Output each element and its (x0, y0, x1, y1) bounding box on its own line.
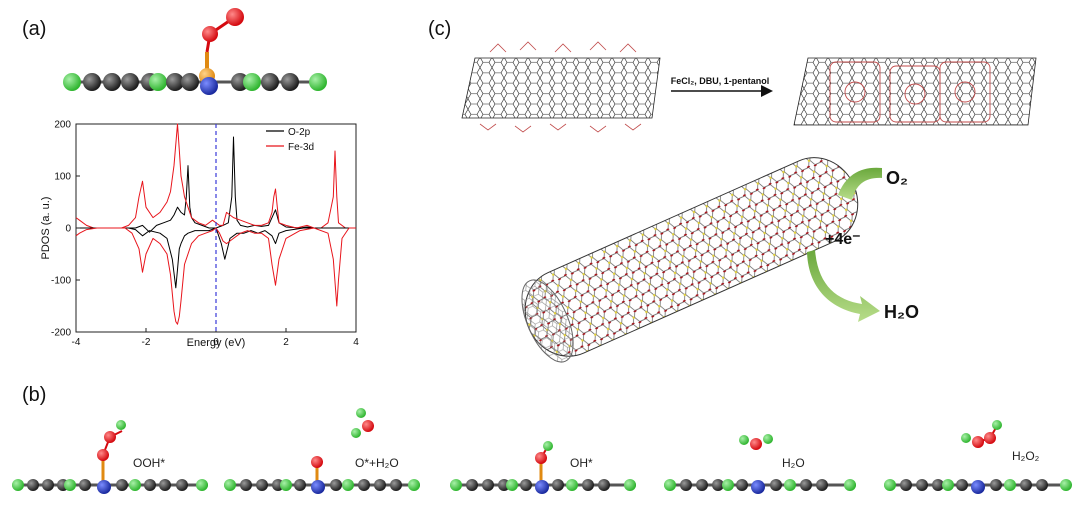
legend-label-o2p: O-2p (288, 127, 311, 138)
panel-label-b: (b) (22, 384, 47, 406)
o2-label: O₂ (886, 168, 908, 188)
graphene-sheet-product (793, 57, 1037, 126)
nanotube-open-end (521, 279, 574, 363)
legend-label-fe3d: Fe-3d (288, 142, 314, 153)
h2o-arrow (807, 250, 880, 322)
x-axis-title: Energy (eV) (187, 337, 246, 349)
panel-a-molecule (63, 8, 327, 95)
iron-phthalocyanine-units (829, 61, 991, 123)
y-tick-label: -200 (51, 328, 71, 339)
y-tick-label: -100 (51, 276, 71, 287)
intermediate-label-h2o2: H₂O₂ (1012, 449, 1040, 463)
series-line-fe-3d-3 (75, 227, 356, 325)
intermediate-label-oh: OH* (570, 456, 593, 470)
panel-b-intermediates: OOH* O*+H₂O (12, 408, 1072, 494)
y-tick-label: 100 (54, 172, 71, 183)
series-line-o-2p-0 (76, 136, 356, 233)
phthalonitrile-groups-top (479, 41, 642, 133)
orr-arrows: O₂ +4e⁻ H₂O (807, 167, 919, 322)
graphene-sheet-start (461, 57, 661, 119)
y-tick-label: 200 (54, 120, 71, 131)
panel-c-nanotube (521, 157, 859, 363)
reaction-conditions: FeCl₂, DBU, 1-pentanol (671, 76, 770, 86)
pdos-chart: -4 -2 0 2 4 -200 -100 0 100 200 Energy (eV) PDOS … (40, 120, 359, 350)
x-tick-label: -2 (142, 337, 151, 348)
intermediate-o-h2o: O*+H₂O (224, 408, 420, 494)
intermediate-label-o-h2o: O*+H₂O (355, 456, 399, 470)
panel-label-c: (c) (428, 18, 452, 40)
h2o-label: H₂O (884, 302, 919, 322)
y-axis-title: PDOS (a. u.) (40, 197, 52, 260)
y-tick-label: 0 (65, 224, 71, 235)
chart-legend: O-2p Fe-3d (266, 127, 314, 153)
intermediate-label-ooh: OOH* (133, 456, 165, 470)
electron-label: +4e⁻ (825, 231, 861, 248)
series-line-fe-3d-1 (75, 123, 356, 229)
intermediate-h2o: H₂O (664, 434, 856, 494)
series-line-o-2p-2 (76, 227, 356, 289)
intermediate-oh: OH* (450, 441, 636, 494)
panel-label-a: (a) (22, 18, 47, 40)
panel-c-scheme: FeCl₂, DBU, 1-pentanol (461, 41, 1037, 133)
o2-arrow (838, 167, 882, 200)
intermediate-h2o2: H₂O₂ (884, 420, 1072, 494)
x-tick-label: 2 (283, 337, 289, 348)
intermediate-ooh: OOH* (12, 420, 208, 494)
x-tick-label: 4 (353, 337, 359, 348)
x-tick-label: -4 (72, 337, 81, 348)
intermediate-label-h2o: H₂O (782, 456, 805, 470)
x-tick-label: 0 (213, 337, 219, 348)
